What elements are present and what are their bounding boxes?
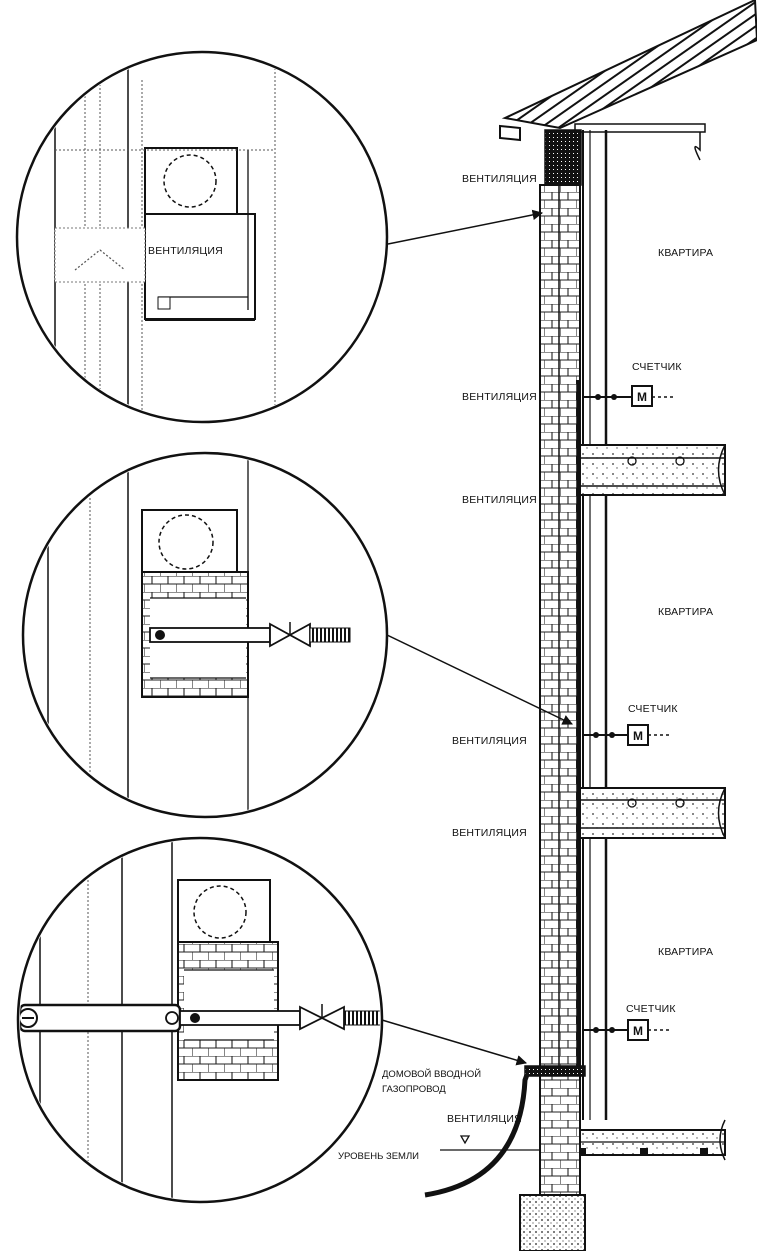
meter-label-3: СЧЕТЧИК (626, 1003, 676, 1015)
building-section (424, 0, 757, 1251)
meter-symbol: М (633, 729, 643, 743)
floor-slab-1 (579, 444, 726, 496)
foundation (519, 1194, 586, 1251)
callout-1-vent-label: ВЕНТИЛЯЦИЯ (148, 245, 223, 257)
callout-detail-ventilation: ВЕНТИЛЯЦИЯ (15, 50, 389, 424)
vent-label-2: ВЕНТИЛЯЦИЯ (462, 494, 537, 506)
vent-label-ground: ВЕНТИЛЯЦИЯ (447, 1113, 522, 1125)
callout-2-leader (386, 634, 573, 725)
roof (499, 0, 757, 161)
gas-meter-2 (627, 724, 649, 746)
vent-label-4: ВЕНТИЛЯЦИЯ (452, 827, 527, 839)
callout-detail-riser (21, 451, 389, 819)
ground-level-label: УРОВЕНЬ ЗЕМЛИ (338, 1151, 419, 1162)
apartment-label-1: КВАРТИРА (658, 247, 713, 259)
gas-inlet-pipe (424, 1071, 531, 1198)
floor-slab-2 (579, 787, 726, 839)
vent-label-3: ВЕНТИЛЯЦИЯ (452, 735, 527, 747)
apartment-label-3: КВАРТИРА (658, 946, 713, 958)
brick-wall (539, 184, 581, 1076)
callout-1-leader (387, 209, 544, 245)
meter-assembly-1: М (583, 385, 675, 407)
meter-symbol: М (637, 390, 647, 404)
gas-inlet-label-line2: ГАЗОПРОВОД (382, 1084, 446, 1095)
building-labels: ВЕНТИЛЯЦИЯ КВАРТИРА СЧЕТЧИК ВЕНТИЛЯЦИЯ В… (338, 173, 713, 1162)
meter-symbol: М (633, 1024, 643, 1038)
meter-assembly-2: М (583, 724, 670, 746)
gas-inlet-label-line1: ДОМОВОЙ ВВОДНОЙ (382, 1068, 481, 1080)
meter-label-2: СЧЕТЧИК (628, 703, 678, 715)
floor-slab-ground (559, 1119, 726, 1161)
meter-assembly-3: М (583, 1019, 670, 1041)
meter-label-1: СЧЕТЧИК (632, 361, 682, 373)
callout-detail-inlet (16, 836, 384, 1204)
vent-label-roof: ВЕНТИЛЯЦИЯ (462, 173, 537, 185)
ground-level-marker (459, 1135, 471, 1145)
apartment-label-2: КВАРТИРА (658, 606, 713, 618)
callout-3-leader (381, 1019, 528, 1066)
chimney-cap (544, 129, 582, 186)
gas-meter-1 (631, 385, 653, 407)
gas-meter-3 (627, 1019, 649, 1041)
vent-label-1: ВЕНТИЛЯЦИЯ (462, 391, 537, 403)
